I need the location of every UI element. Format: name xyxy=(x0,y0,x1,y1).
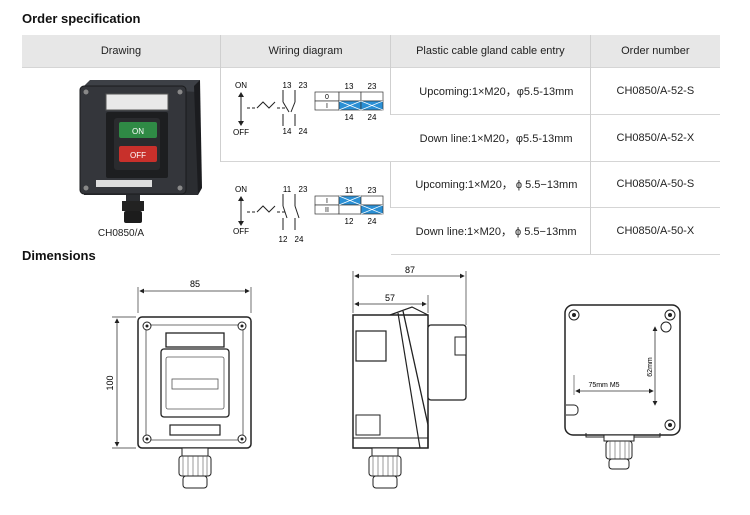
front-view: 85 100 xyxy=(105,279,252,489)
cable-entry-cell: Down line:1×M20， ϕ 5.5−13mm xyxy=(390,207,591,255)
svg-text:14: 14 xyxy=(283,127,292,136)
svg-text:11: 11 xyxy=(345,186,354,195)
order-number-cell: CH0850/A-50-X xyxy=(589,207,720,255)
header-drawing: Drawing xyxy=(22,35,221,67)
product-caption: CH0850/A xyxy=(97,227,145,239)
off-button-label: OFF xyxy=(130,151,146,160)
side-body-label: 57 xyxy=(385,293,395,303)
wiring-diagram-cell-2: ON OFF 11 23 12 24 11 23 xyxy=(220,160,391,255)
back-view: 75mm M5 62mm xyxy=(564,304,681,470)
svg-text:24: 24 xyxy=(367,217,376,226)
svg-text:14: 14 xyxy=(345,113,354,122)
svg-text:I: I xyxy=(326,103,328,110)
order-number-cell: CH0850/A-52-X xyxy=(589,113,720,161)
order-specification-table: Drawing Wiring diagram Plastic cable gla… xyxy=(22,35,720,255)
back-horizontal-label: 75mm M5 xyxy=(588,382,619,389)
svg-text:ON: ON xyxy=(235,185,247,194)
svg-text:24: 24 xyxy=(299,127,308,136)
header-wiring-diagram: Wiring diagram xyxy=(220,35,391,67)
table-row: ON OFF 11 23 12 24 11 23 xyxy=(22,160,720,255)
wiring-diagram-2: ON OFF 11 23 12 24 11 23 xyxy=(233,185,384,244)
svg-text:OFF: OFF xyxy=(233,128,249,137)
table-header-row: Drawing Wiring diagram Plastic cable gla… xyxy=(22,35,720,67)
svg-text:12: 12 xyxy=(278,235,287,244)
cable-entry-cell: Down line:1×M20，φ5.5-13mm xyxy=(390,113,591,161)
side-total-label: 87 xyxy=(405,265,415,275)
order-specification-title: Order specification xyxy=(22,11,141,26)
svg-text:OFF: OFF xyxy=(233,227,249,236)
svg-text:13: 13 xyxy=(283,81,292,90)
svg-text:24: 24 xyxy=(368,113,377,122)
table-row: Down line:1×M20， ϕ 5.5−13mm CH0850/A-50-… xyxy=(22,207,720,255)
side-view: 87 57 xyxy=(352,265,467,489)
dimension-drawings: 85 100 87 57 xyxy=(105,265,681,489)
svg-text:23: 23 xyxy=(368,82,377,91)
order-number-cell: CH0850/A-52-S xyxy=(589,66,720,114)
wiring-diagram-cell-1: ON OFF 13 23 14 24 13 23 xyxy=(220,66,391,161)
table-row: ON OFF CH0850/A ON OFF xyxy=(22,66,720,255)
drawing-cell: ON OFF CH0850/A xyxy=(22,66,221,255)
svg-text:23: 23 xyxy=(367,186,376,195)
svg-text:11: 11 xyxy=(283,185,292,194)
svg-text:I: I xyxy=(326,198,328,205)
product-photo: ON OFF CH0850/A xyxy=(22,68,220,249)
header-order-number: Order number xyxy=(589,35,720,67)
svg-text:0: 0 xyxy=(325,94,329,101)
wiring-diagram-1: ON OFF 13 23 14 24 13 23 xyxy=(233,81,384,137)
cable-entry-cell: Upcoming:1×M20， ϕ 5.5−13mm xyxy=(390,160,591,208)
svg-text:13: 13 xyxy=(345,82,354,91)
header-cable-entry: Plastic cable gland cable entry xyxy=(390,35,591,67)
svg-text:23: 23 xyxy=(299,81,308,90)
svg-text:24: 24 xyxy=(294,235,303,244)
control-box-illustration: ON OFF xyxy=(79,79,202,223)
on-button-label: ON xyxy=(132,127,144,136)
dimensions-title: Dimensions xyxy=(22,248,96,263)
svg-text:23: 23 xyxy=(298,185,307,194)
cable-entry-cell: Upcoming:1×M20，φ5.5-13mm xyxy=(390,66,591,114)
front-width-label: 85 xyxy=(190,279,200,289)
svg-text:II: II xyxy=(325,207,329,214)
front-height-label: 100 xyxy=(105,375,115,390)
svg-text:12: 12 xyxy=(344,217,353,226)
order-number-cell: CH0850/A-50-S xyxy=(589,160,720,208)
table-row: Down line:1×M20，φ5.5-13mm CH0850/A-52-X xyxy=(22,113,720,161)
svg-text:ON: ON xyxy=(235,81,247,90)
back-vertical-label: 62mm xyxy=(647,357,654,377)
